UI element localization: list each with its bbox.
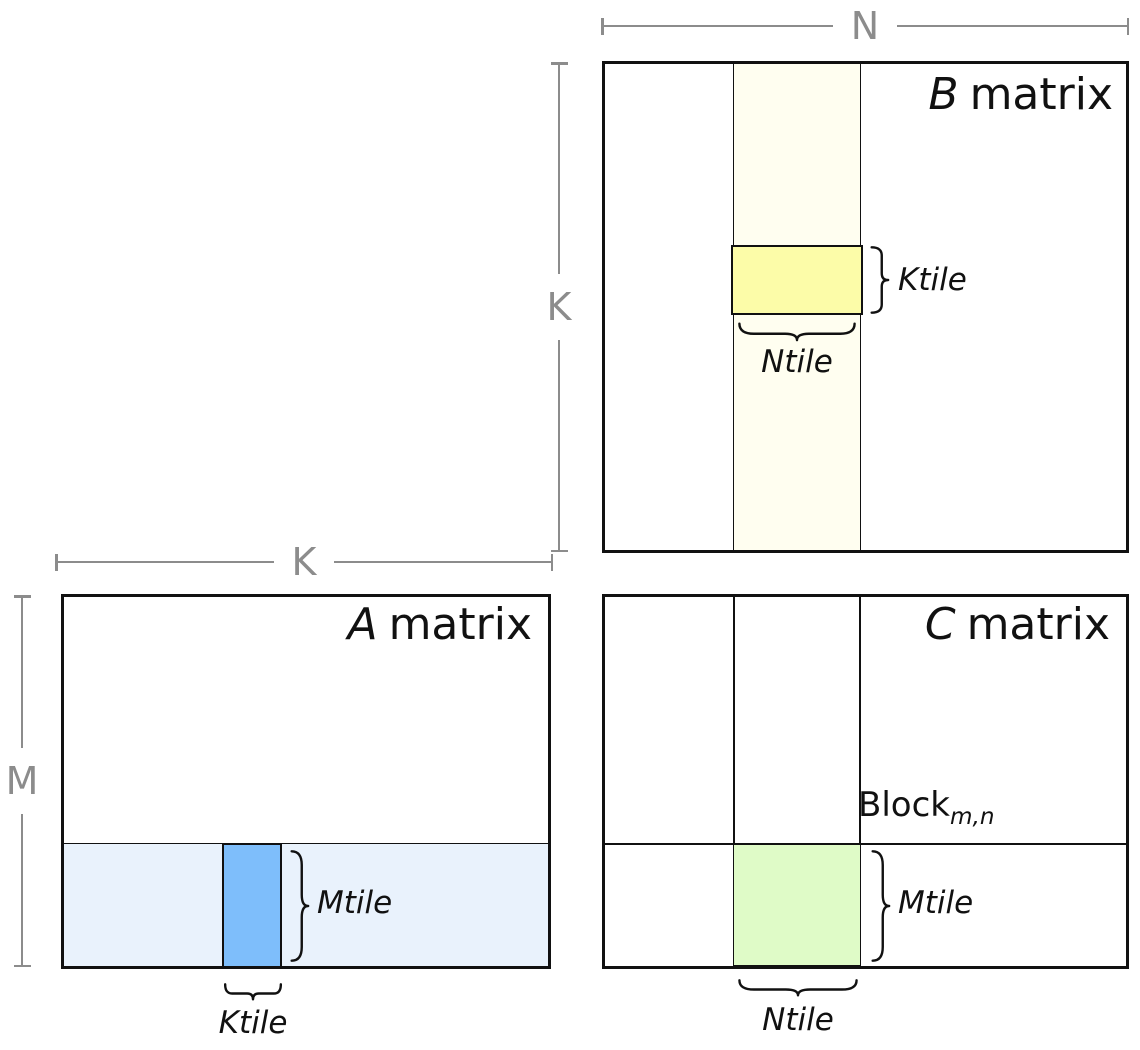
dimension-line-n: N [601, 4, 1129, 48]
b-matrix-letter: B [928, 69, 959, 120]
block-word: Block [858, 785, 950, 825]
b-matrix-word: matrix [969, 69, 1113, 120]
c-inner-hline [605, 843, 1126, 845]
dimension-line [57, 560, 274, 564]
dimension-tick [13, 595, 31, 598]
dimension-tick [550, 553, 554, 571]
dimension-line-m: M [0, 595, 44, 967]
c-matrix [602, 594, 1129, 969]
a-mtile-block [222, 843, 282, 968]
mtile-brace-a [288, 849, 310, 963]
a-matrix-letter: A [347, 599, 378, 650]
dimension-line [557, 340, 561, 550]
ntile-label-c: Ntile [762, 1002, 834, 1038]
dimension-line [603, 24, 833, 28]
ktile-underbrace-a [224, 981, 282, 1001]
n-dimension-label: N [850, 4, 880, 48]
k-dimension-label-horizontal: K [291, 540, 317, 584]
ktile-label-b: Ktile [898, 262, 967, 298]
mtile-label-c: Mtile [898, 885, 974, 921]
c-matrix-word: matrix [966, 599, 1110, 650]
dimension-line-k-vertical: K [537, 62, 581, 552]
dimension-tick [1126, 17, 1129, 35]
ntile-underbrace-b [737, 320, 857, 342]
dimension-tick [55, 553, 58, 571]
dimension-tick [601, 17, 604, 35]
ntile-underbrace-c [737, 977, 859, 997]
b-matrix [602, 61, 1129, 553]
c-inner-vline-right [859, 597, 861, 966]
mtile-brace-c [869, 849, 891, 963]
block-mn-label: Blockm,n [858, 785, 995, 830]
dimension-line [334, 560, 551, 564]
dimension-tick [13, 964, 31, 967]
ktile-brace-b [868, 246, 890, 314]
dimension-tick [550, 549, 568, 552]
k-dimension-label-vertical: K [546, 285, 572, 329]
dimension-line [20, 597, 24, 748]
ktile-label-a: Ktile [218, 1005, 288, 1041]
mtile-label-a: Mtile [317, 885, 393, 921]
dimension-line-k-horizontal: K [55, 540, 554, 584]
dimension-tick [550, 62, 568, 65]
c-matrix-letter: C [924, 599, 956, 650]
dimension-line [897, 24, 1127, 28]
m-dimension-label: M [5, 759, 39, 803]
ntile-label-b: Ntile [761, 344, 833, 380]
b-ktile-block [731, 245, 863, 315]
c-inner-vline-left [733, 597, 735, 966]
dimension-line [20, 814, 24, 965]
a-matrix-word: matrix [388, 599, 532, 650]
block-subscript: m,n [949, 803, 995, 830]
dimension-line [557, 64, 561, 274]
c-block-tile [733, 844, 861, 966]
